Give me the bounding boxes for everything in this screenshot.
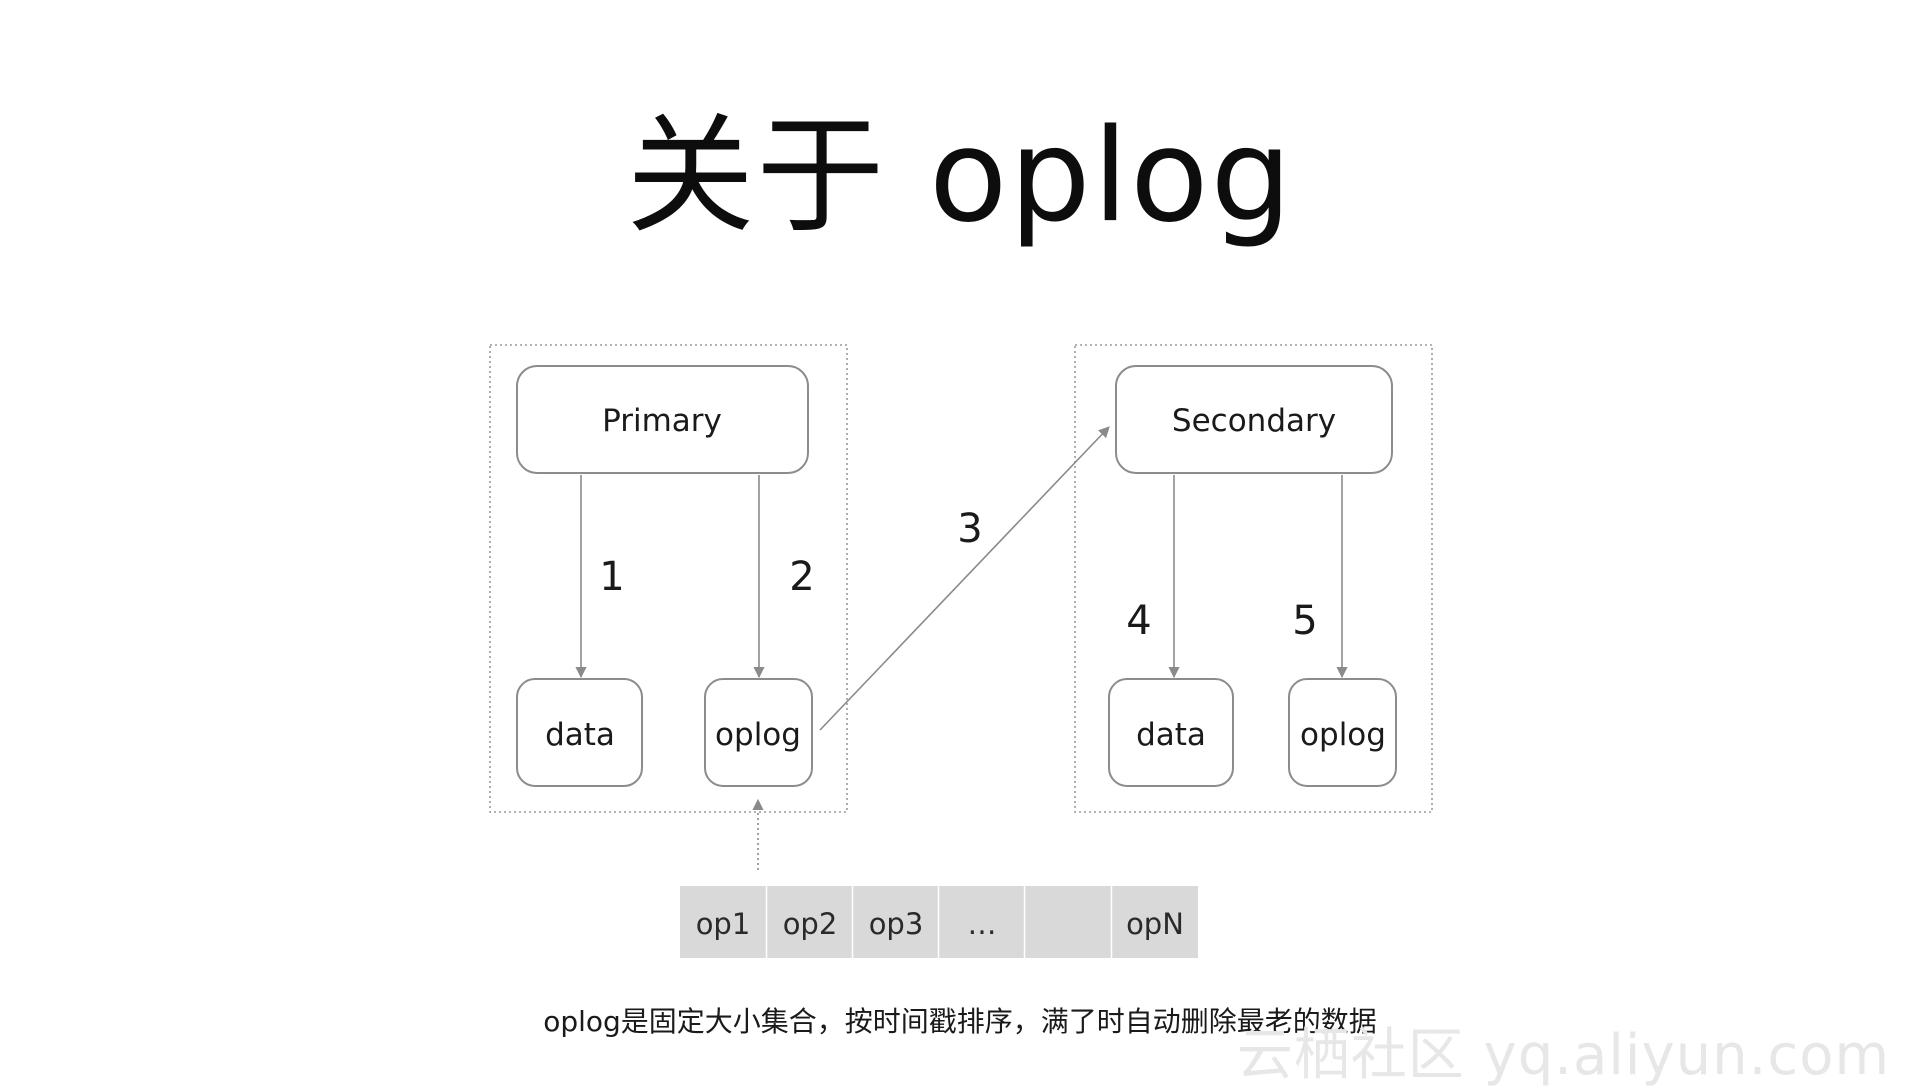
oplog-cell-label: …	[968, 907, 997, 941]
primary-data-box	[516, 678, 643, 787]
arrow-3	[819, 426, 1110, 731]
step-label-2: 2	[789, 554, 814, 600]
primary-node-label: Primary	[602, 403, 722, 439]
oplog-cell-label: op1	[696, 907, 751, 941]
step-label-5: 5	[1292, 598, 1317, 644]
oplog-cell	[939, 886, 1024, 958]
slide-title: 关于 oplog	[626, 102, 1294, 251]
secondary-data-box	[1108, 678, 1234, 787]
oplog-cell	[1112, 886, 1198, 958]
primary-oplog-label: oplog	[715, 717, 801, 753]
secondary-node-label: Secondary	[1172, 403, 1336, 439]
oplog-cell-label: op3	[869, 907, 924, 941]
secondary-oplog-label: oplog	[1300, 717, 1386, 753]
oplog-caption: oplog是固定大小集合，按时间戳排序，满了时自动删除最老的数据	[543, 1005, 1377, 1038]
primary-group-border	[489, 344, 848, 813]
step-label-4: 4	[1126, 598, 1151, 644]
secondary-node-box	[1115, 365, 1393, 474]
oplog-cell	[1025, 886, 1111, 958]
oplog-cell-label: opN	[1126, 907, 1184, 941]
oplog-cell-label: op2	[783, 907, 838, 941]
oplog-cell	[680, 886, 766, 958]
primary-data-label: data	[545, 717, 615, 753]
primary-node-box	[516, 365, 809, 474]
secondary-oplog-box	[1288, 678, 1397, 787]
oplog-cell	[853, 886, 938, 958]
site-watermark: 云栖社区 yq.aliyun.com	[1236, 1023, 1890, 1088]
step-label-1: 1	[599, 554, 624, 600]
secondary-data-label: data	[1136, 717, 1206, 753]
oplog-strip: op1 op2 op3 … opN	[680, 886, 1198, 958]
step-label-3: 3	[957, 506, 982, 552]
secondary-group-border	[1074, 344, 1433, 813]
oplog-cell	[767, 886, 852, 958]
primary-oplog-box	[704, 678, 813, 787]
